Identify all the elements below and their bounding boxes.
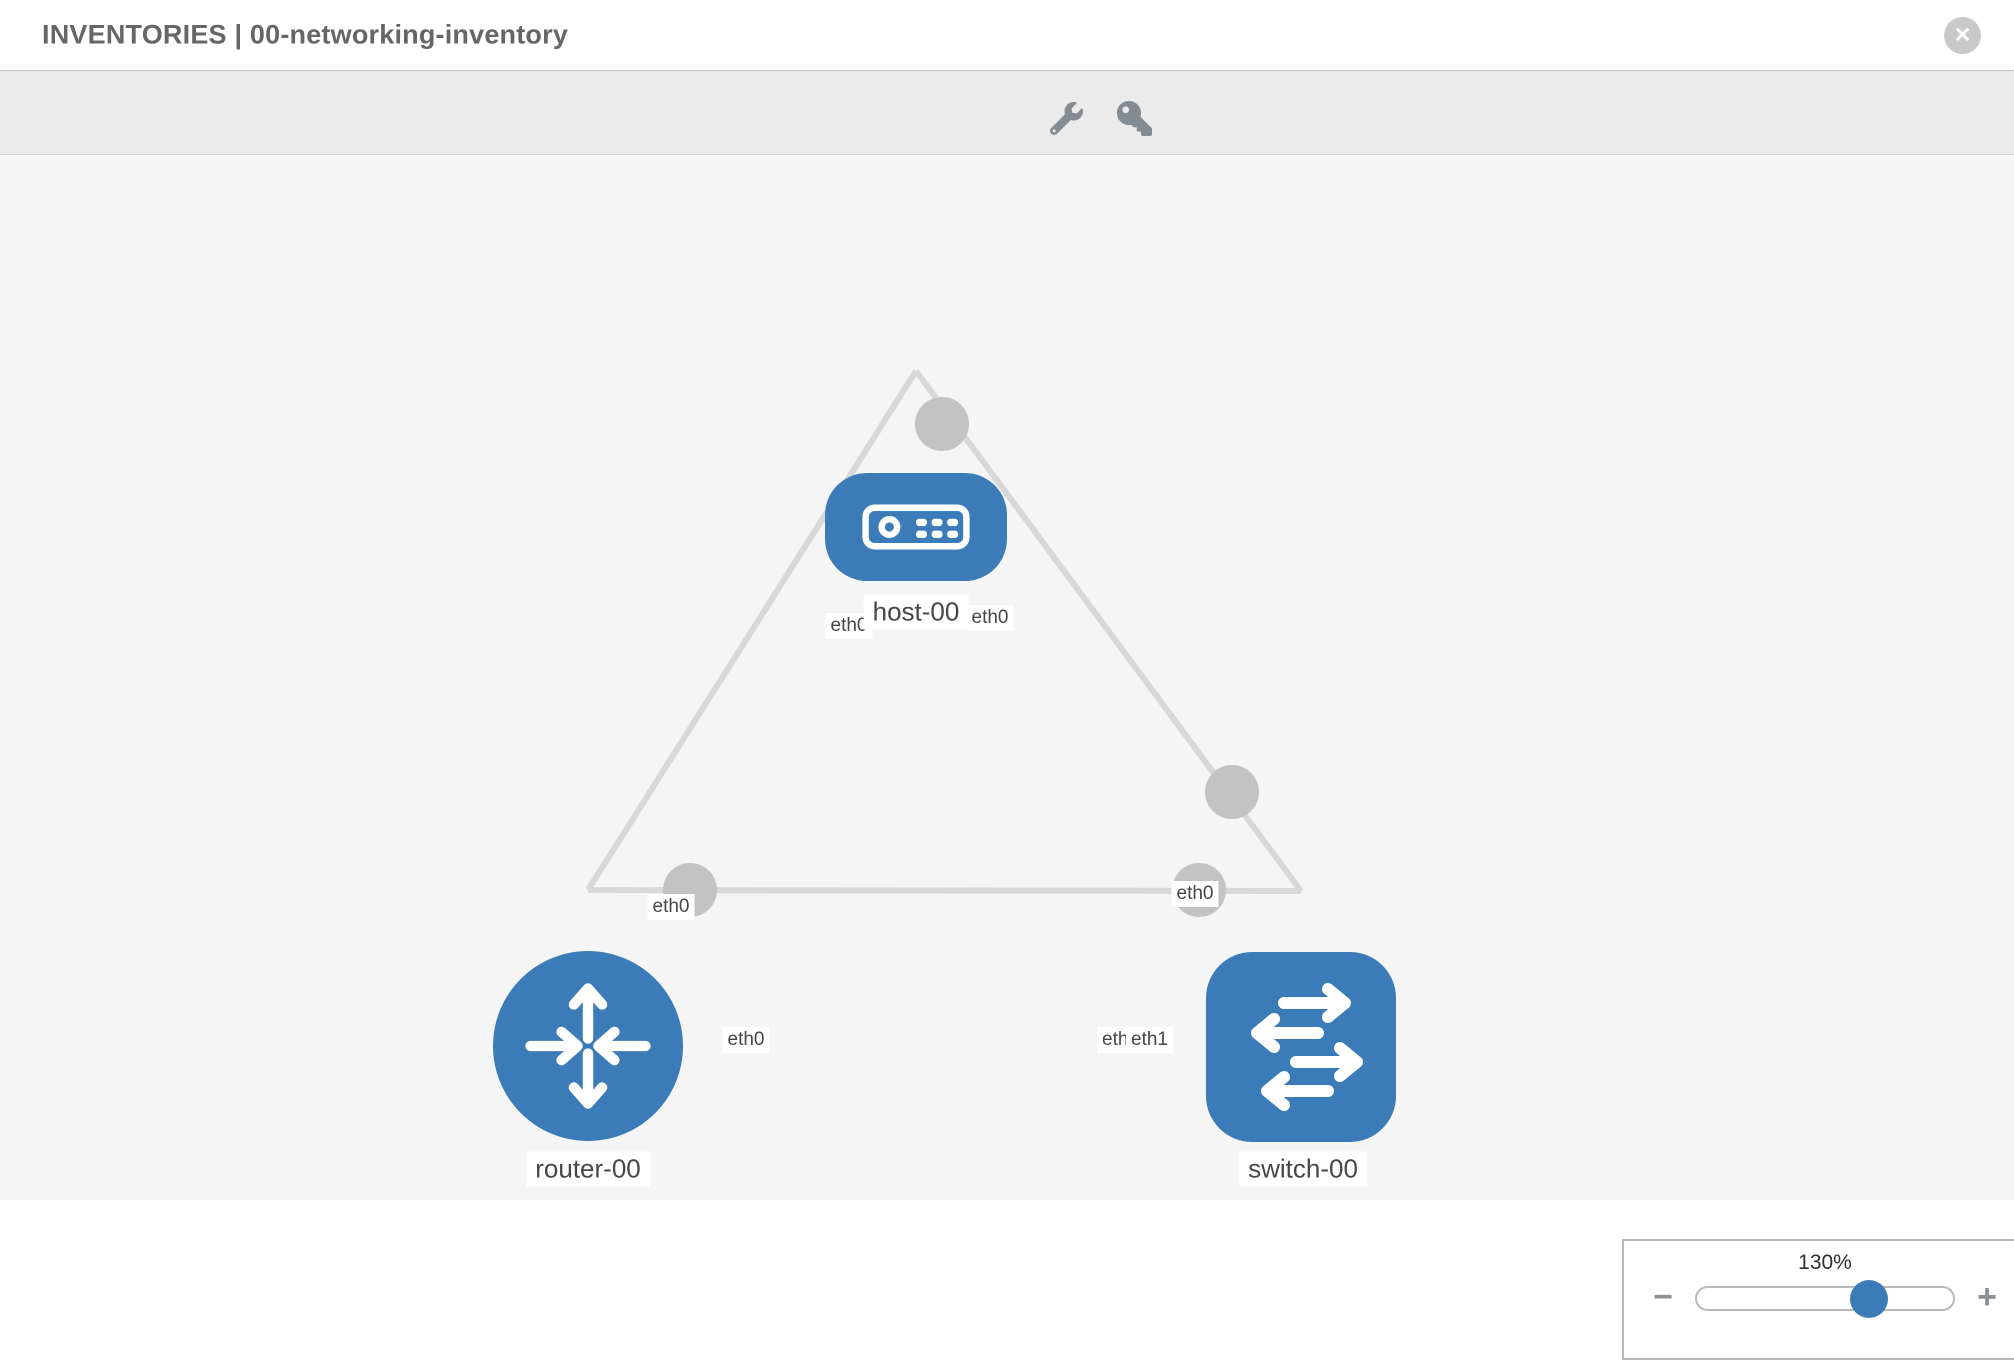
- tools-button[interactable]: [1044, 96, 1088, 140]
- zoom-control-panel: 130% − +: [1622, 1239, 2014, 1360]
- node-router-00[interactable]: [493, 951, 683, 1141]
- node-switch-00[interactable]: [1206, 952, 1396, 1142]
- topology-canvas[interactable]: eth0 eth0 eth0 eth0 eth0 eth0 eth1 host-…: [0, 156, 2014, 1360]
- zoom-slider-track[interactable]: [1695, 1280, 1955, 1318]
- port-label-router-lan: eth0: [722, 1027, 770, 1053]
- port-label-switch-lan: eth1: [1126, 1027, 1173, 1053]
- port-label-router-uplink: eth0: [647, 894, 695, 920]
- toolbar: [0, 70, 2014, 155]
- switch-icon: [1251, 983, 1363, 1111]
- node-host-00[interactable]: [825, 473, 1007, 581]
- zoom-in-button[interactable]: +: [1967, 1275, 2007, 1319]
- key-icon: [1116, 100, 1152, 136]
- host-icon: [862, 504, 970, 550]
- page-title: INVENTORIES | 00-networking-inventory: [42, 19, 569, 50]
- zoom-slider-thumb[interactable]: [1850, 1280, 1888, 1318]
- node-label-host-00: host-00: [863, 594, 969, 630]
- credentials-button[interactable]: [1112, 96, 1156, 140]
- port-label-host-to-switch: eth0: [966, 605, 1014, 631]
- router-icon: [525, 983, 651, 1109]
- node-label-router-00: router-00: [526, 1151, 650, 1187]
- port-label-switch-uplink: eth0: [1171, 881, 1219, 907]
- wrench-icon: [1049, 101, 1083, 135]
- node-label-switch-00: switch-00: [1239, 1151, 1367, 1187]
- interface-dot-switch-top: [1205, 765, 1259, 819]
- link-host-router[interactable]: [585, 369, 919, 892]
- interface-dot-host: [915, 397, 969, 451]
- close-icon: ✕: [1953, 24, 1972, 47]
- close-button[interactable]: ✕: [1944, 17, 1981, 54]
- zoom-out-button[interactable]: −: [1643, 1275, 1683, 1319]
- header: INVENTORIES | 00-networking-inventory ✕: [0, 0, 2014, 70]
- topology-links-layer: [585, 369, 1304, 917]
- zoom-level-value: 130%: [1798, 1251, 1852, 1274]
